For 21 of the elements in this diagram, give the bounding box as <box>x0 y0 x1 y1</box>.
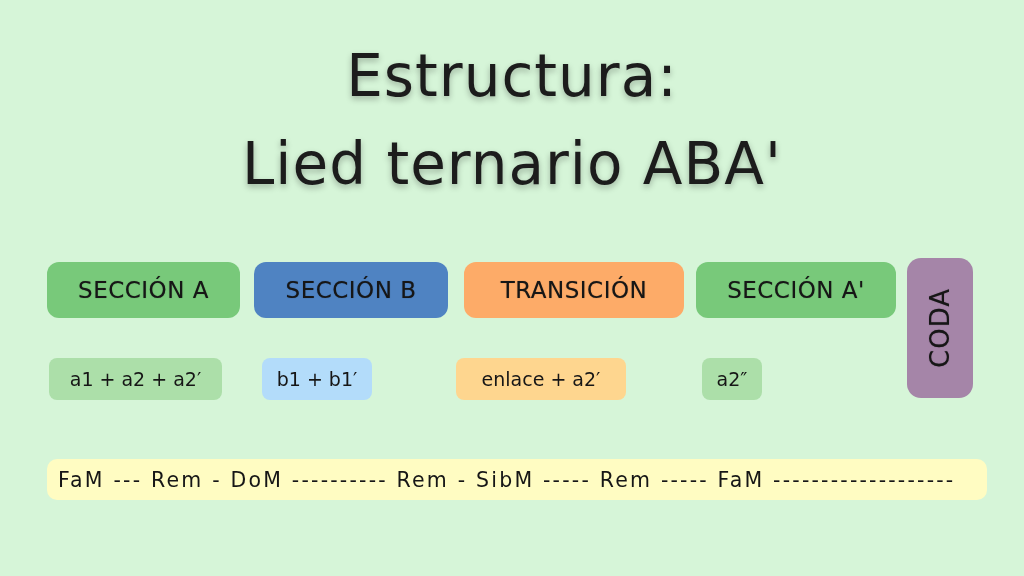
section-label: SECCIÓN B <box>285 277 417 303</box>
section-label: SECCIÓN A <box>78 277 209 303</box>
harmony-bar <box>47 459 987 500</box>
phrase-box <box>49 358 222 400</box>
coda-label: CODA <box>925 288 955 368</box>
section-label: SECCIÓN A' <box>727 277 865 303</box>
key-sequence-text: FaM --- Rem - DoM ---------- Rem - SibM ----- Rem ----- FaM ------------------- <box>58 467 956 492</box>
phrase-box <box>456 358 626 400</box>
phrase-box <box>262 358 372 400</box>
phrase-label: b1 + b1′ <box>276 368 358 390</box>
section-label: TRANSICIÓN <box>500 277 648 303</box>
section-box <box>47 262 240 318</box>
coda-box <box>907 258 973 398</box>
section-box <box>696 262 896 318</box>
phrase-box <box>702 358 762 400</box>
section-box <box>464 262 684 318</box>
phrase-label: a1 + a2 + a2′ <box>69 368 202 390</box>
title: Estructura: Lied ternario ABA' <box>242 41 782 200</box>
phrase-label: enlace + a2′ <box>481 368 601 390</box>
phrase-label: a2″ <box>716 368 748 390</box>
section-box <box>254 262 448 318</box>
